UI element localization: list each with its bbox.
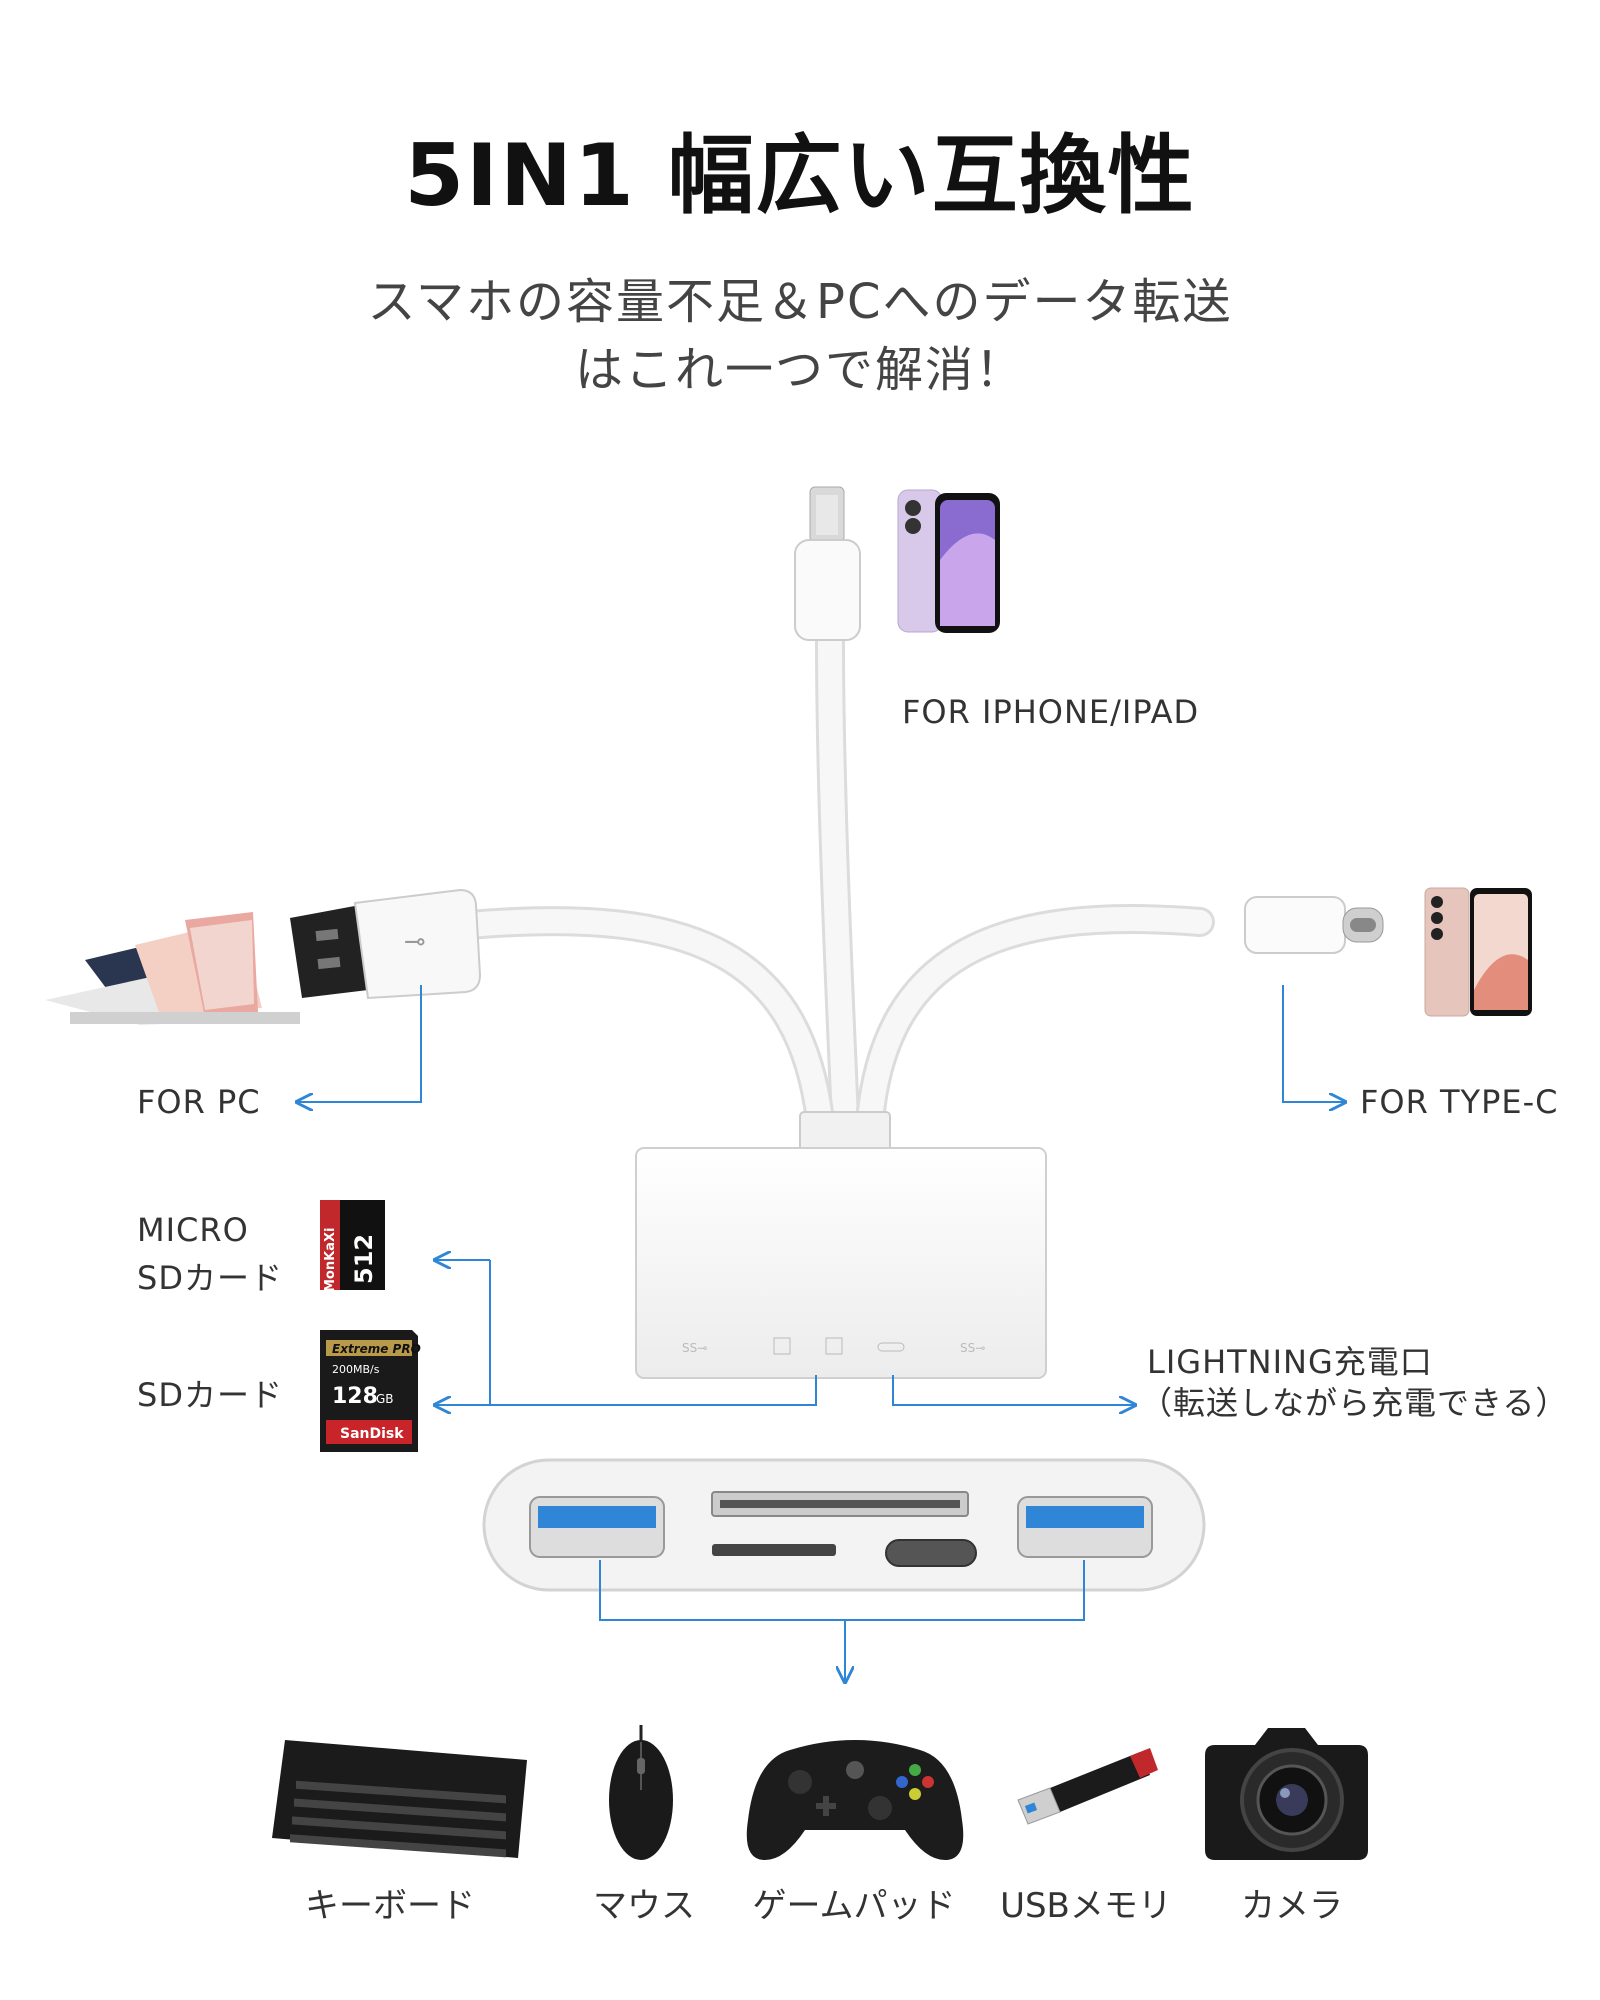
label-lightning-line-2: （転送しながら充電できる） bbox=[1140, 1384, 1569, 1422]
android-phone-icon bbox=[1424, 887, 1532, 1017]
caption-gamepad: ゲームパッド bbox=[752, 1886, 956, 1926]
caption-usb-memory: USBメモリ bbox=[1000, 1886, 1172, 1926]
label-sd: SDカード bbox=[137, 1376, 283, 1414]
sd-brand: SanDisk bbox=[340, 1426, 404, 1442]
sd-series: Extreme PRO bbox=[332, 1342, 421, 1356]
usb-c-plug-icon bbox=[1244, 896, 1384, 954]
keyboard-icon bbox=[272, 1740, 527, 1858]
label-lightning-line-1: LIGHTNING充電口 bbox=[1147, 1343, 1433, 1381]
micro-sd-brand: MonKaXi bbox=[323, 1228, 338, 1292]
label-for-type-c: FOR TYPE-C bbox=[1360, 1083, 1559, 1121]
svg-text:SS⊸: SS⊸ bbox=[682, 1341, 707, 1355]
usb-stick-icon bbox=[1017, 1748, 1158, 1825]
callout-arrows bbox=[297, 985, 1345, 1682]
sd-unit: GB bbox=[376, 1392, 394, 1406]
sd-capacity: 128 bbox=[332, 1384, 378, 1409]
usb-a-plug-icon: ⊸ bbox=[290, 888, 482, 1000]
hub-front-view bbox=[482, 1458, 1206, 1592]
subtitle-line-1: スマホの容量不足＆PCへのデータ転送 bbox=[367, 274, 1233, 330]
cables bbox=[455, 625, 1215, 1135]
micro-sd-card-icon: MonKaXi 512 bbox=[320, 1200, 385, 1292]
sd-card-icon: Extreme PRO 200MB/s 128 GB SanDisk bbox=[320, 1330, 421, 1452]
caption-mouse: マウス bbox=[593, 1886, 695, 1926]
micro-sd-capacity: 512 bbox=[350, 1234, 378, 1284]
label-micro-sd-line-1: MICRO bbox=[137, 1211, 249, 1249]
label-micro-sd-line-2: SDカード bbox=[137, 1259, 283, 1297]
svg-text:SS⊸: SS⊸ bbox=[960, 1341, 985, 1355]
gamepad-icon bbox=[746, 1740, 964, 1860]
hub-body: SS⊸ SS⊸ bbox=[635, 1111, 1047, 1379]
label-for-pc: FOR PC bbox=[137, 1083, 261, 1121]
subtitle-line-2: はこれ一つで解消！ bbox=[574, 342, 1025, 398]
svg-text:⊸: ⊸ bbox=[404, 927, 426, 957]
iphone-icon bbox=[897, 489, 1000, 633]
page-title: 5IN1 幅広い互換性 bbox=[404, 126, 1196, 226]
mouse-icon bbox=[609, 1725, 673, 1860]
camera-icon bbox=[1205, 1728, 1368, 1860]
caption-camera: カメラ bbox=[1241, 1886, 1343, 1926]
laptop-icon bbox=[45, 912, 300, 1025]
caption-keyboard: キーボード bbox=[305, 1886, 475, 1926]
lightning-plug-icon bbox=[794, 486, 861, 641]
label-for-iphone: FOR IPHONE/IPAD bbox=[902, 693, 1200, 731]
sd-speed: 200MB/s bbox=[332, 1363, 380, 1376]
